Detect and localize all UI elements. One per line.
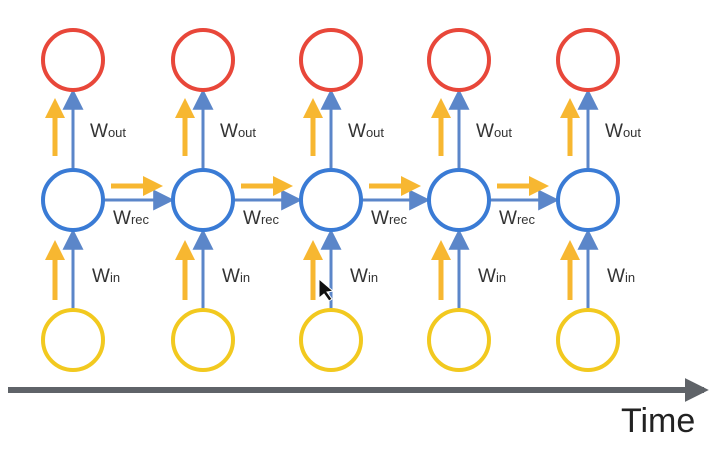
input-node xyxy=(41,308,105,372)
output-node xyxy=(556,28,620,92)
output-node xyxy=(171,28,235,92)
hidden-node xyxy=(299,168,363,232)
hidden-node xyxy=(556,168,620,232)
time-label: Time xyxy=(621,402,695,440)
label-w-out: Wout xyxy=(348,121,384,142)
output-node xyxy=(41,28,105,92)
label-w-in: Win xyxy=(478,266,506,287)
label-w-in: Win xyxy=(350,266,378,287)
output-node xyxy=(427,28,491,92)
hidden-node xyxy=(171,168,235,232)
edge-layer xyxy=(62,88,599,310)
node-layer xyxy=(41,28,620,372)
label-w-out: Wout xyxy=(90,121,126,142)
label-w-rec: Wrec xyxy=(371,208,407,229)
label-w-in: Win xyxy=(222,266,250,287)
label-w-out: Wout xyxy=(605,121,641,142)
label-w-rec: Wrec xyxy=(113,208,149,229)
label-w-rec: Wrec xyxy=(499,208,535,229)
cursor-icon xyxy=(318,277,335,302)
input-node xyxy=(171,308,235,372)
label-w-out: Wout xyxy=(476,121,512,142)
input-node xyxy=(427,308,491,372)
label-w-in: Win xyxy=(92,266,120,287)
label-w-rec: Wrec xyxy=(243,208,279,229)
label-w-in: Win xyxy=(607,266,635,287)
input-node xyxy=(556,308,620,372)
input-node xyxy=(299,308,363,372)
hidden-node xyxy=(41,168,105,232)
output-node xyxy=(299,28,363,92)
flow-arrow-layer xyxy=(45,98,580,300)
hidden-node xyxy=(427,168,491,232)
label-w-out: Wout xyxy=(220,121,256,142)
